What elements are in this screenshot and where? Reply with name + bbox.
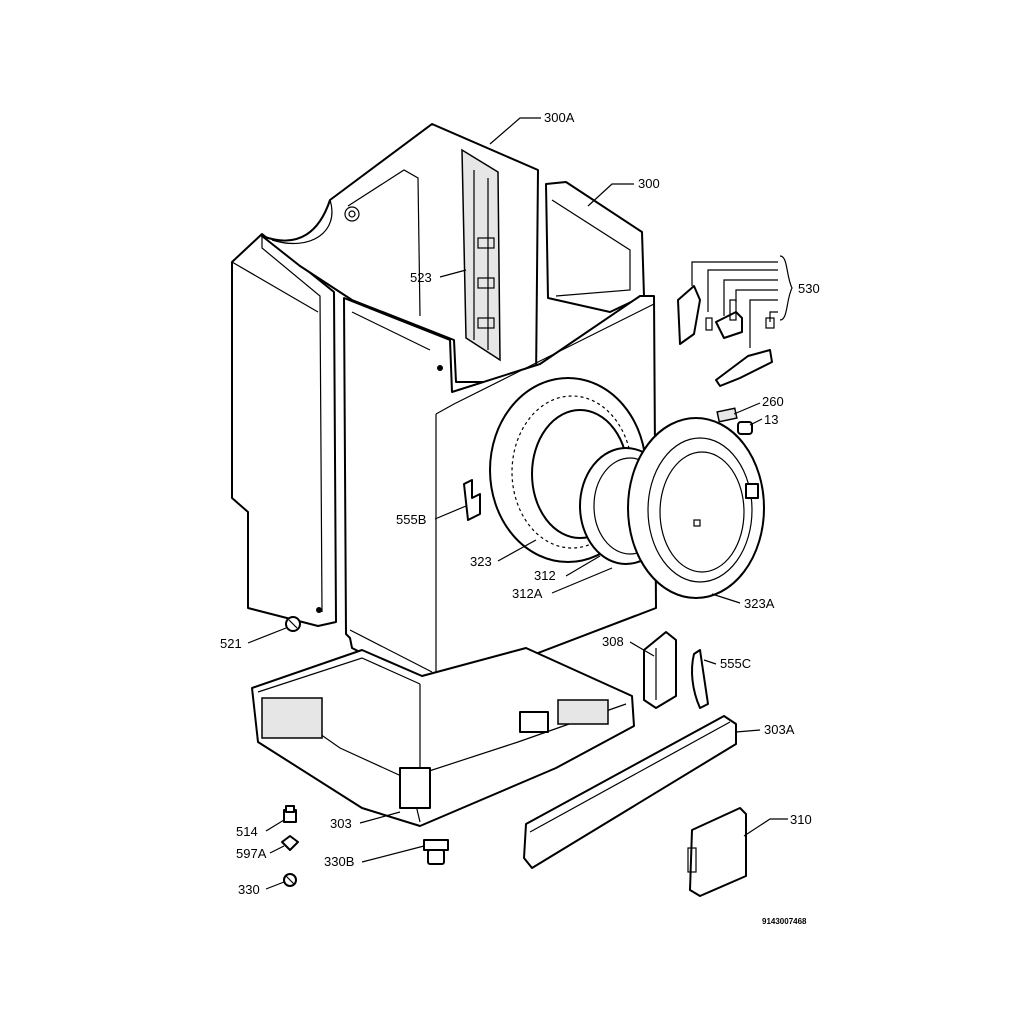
filter-flap-310 [687, 807, 747, 897]
label-13: 13 [764, 412, 778, 427]
handle-assembly-530 [677, 285, 775, 387]
hinge-bracket-555b [463, 479, 481, 521]
label-303: 303 [330, 816, 352, 831]
screw-521 [285, 616, 301, 632]
label-308: 308 [602, 634, 624, 649]
label-303a: 303A [764, 722, 795, 737]
label-523: 523 [410, 270, 432, 285]
label-310: 310 [790, 812, 812, 827]
label-555c: 555C [720, 656, 751, 671]
door-323a [627, 417, 765, 599]
label-300: 300 [638, 176, 660, 191]
document-number: 9143007468 [762, 917, 807, 926]
leader-lines [247, 117, 793, 890]
label-260: 260 [762, 394, 784, 409]
kick-plate-303a [523, 715, 737, 869]
label-597a: 597A [236, 846, 267, 861]
foot-330b [423, 839, 449, 865]
hinge-308 [643, 631, 677, 709]
label-323a: 323A [744, 596, 775, 611]
label-521: 521 [220, 636, 242, 651]
label-323: 323 [470, 554, 492, 569]
label-312a: 312A [512, 586, 543, 601]
right-panel-300 [545, 181, 645, 313]
spring-260 [716, 407, 738, 423]
label-555b: 555B [396, 512, 426, 527]
label-300a: 300A [544, 110, 575, 125]
screw-330 [283, 873, 297, 887]
label-312: 312 [534, 568, 556, 583]
nut-597a [281, 835, 299, 851]
hinge-cover-555c [691, 649, 709, 709]
label-330: 330 [238, 882, 260, 897]
foot-514 [283, 805, 297, 823]
left-side-panel [231, 233, 337, 627]
cap-13 [737, 421, 753, 435]
rail-bracket-523 [461, 148, 501, 362]
part-labels: 300A 300 523 530 260 13 555B 323 312 312… [220, 110, 820, 926]
label-530: 530 [798, 281, 820, 296]
base-frame-303 [251, 647, 635, 827]
label-514: 514 [236, 824, 258, 839]
label-330b: 330B [324, 854, 354, 869]
